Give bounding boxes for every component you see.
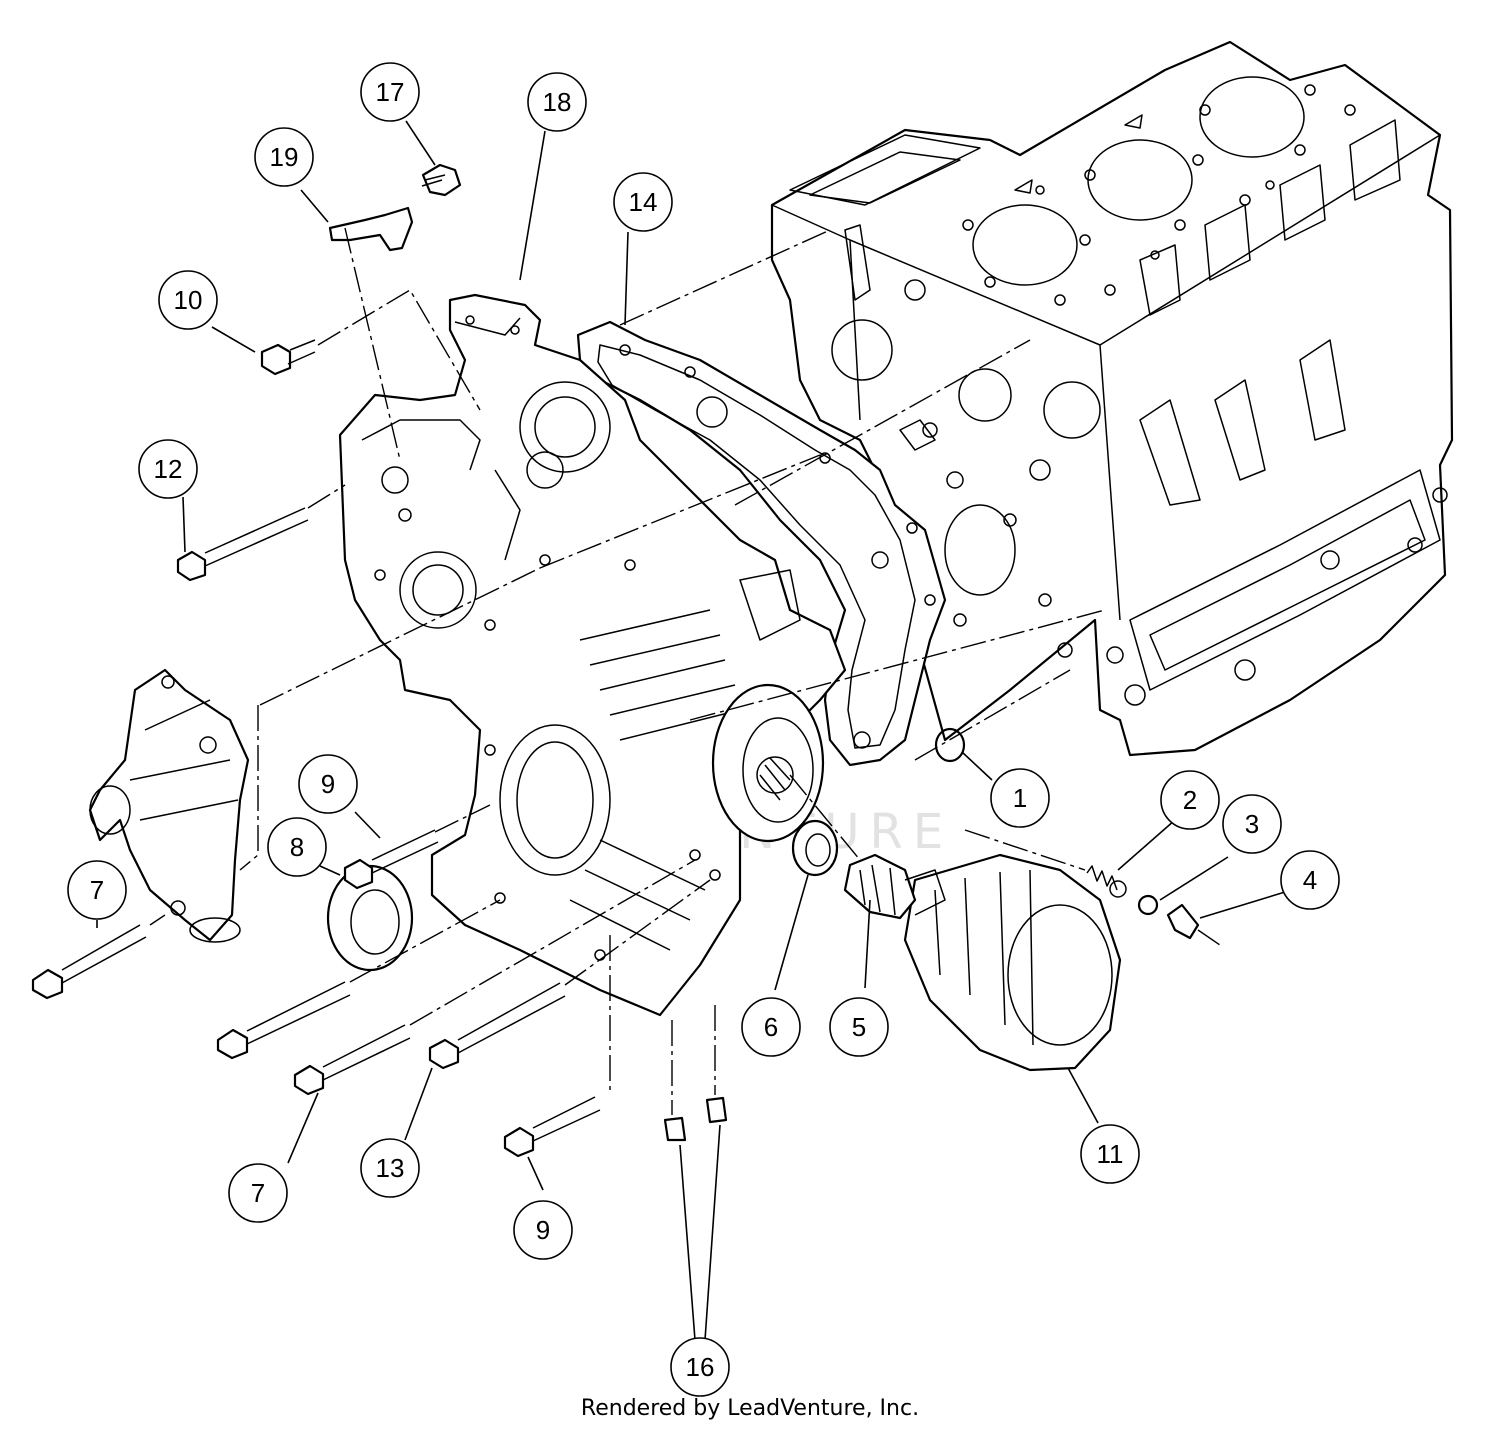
svg-text:6: 6	[764, 1012, 778, 1042]
svg-text:14: 14	[629, 187, 658, 217]
svg-text:4: 4	[1303, 865, 1317, 895]
svg-text:17: 17	[376, 77, 405, 107]
bracket	[328, 206, 414, 252]
callout-12: 12	[138, 439, 198, 499]
svg-text:5: 5	[852, 1012, 866, 1042]
callout-2: 2	[1160, 770, 1220, 830]
svg-text:7: 7	[251, 1178, 265, 1208]
callout-4: 4	[1280, 850, 1340, 910]
svg-text:8: 8	[290, 832, 304, 862]
callout-10: 10	[158, 270, 218, 330]
svg-text:12: 12	[154, 454, 183, 484]
svg-text:18: 18	[543, 87, 572, 117]
svg-text:19: 19	[270, 142, 299, 172]
filter-gasket	[791, 819, 839, 877]
callout-9-upper: 9	[298, 754, 358, 814]
callout-18: 18	[527, 72, 587, 132]
svg-text:10: 10	[174, 285, 203, 315]
svg-text:2: 2	[1183, 785, 1197, 815]
footer-credit: Rendered by LeadVenture, Inc.	[580, 1396, 920, 1421]
callout-19: 19	[254, 127, 314, 187]
gear-case	[338, 293, 847, 1017]
callout-6: 6	[741, 997, 801, 1057]
svg-text:1: 1	[1013, 783, 1027, 813]
callout-1: 1	[990, 768, 1050, 828]
svg-text:16: 16	[686, 1352, 715, 1382]
callout-leaders	[96, 120, 1286, 1341]
callout-14: 14	[613, 172, 673, 232]
svg-text:13: 13	[376, 1153, 405, 1183]
gasket	[576, 320, 947, 767]
bolts	[31, 163, 728, 1158]
svg-text:7: 7	[90, 875, 104, 905]
callout-3: 3	[1222, 794, 1282, 854]
callout-9-lower: 9	[513, 1200, 573, 1260]
callout-7-lower: 7	[228, 1163, 288, 1223]
svg-text:9: 9	[536, 1215, 550, 1245]
relief-valve-parts	[1086, 865, 1200, 940]
filter-fitting	[843, 853, 946, 920]
callout-16: 16	[670, 1337, 730, 1397]
callout-11: 11	[1080, 1124, 1140, 1184]
water-pump	[88, 668, 250, 943]
o-ring	[934, 727, 966, 763]
callout-5: 5	[829, 997, 889, 1057]
callout-17: 17	[360, 62, 420, 122]
svg-text:3: 3	[1245, 809, 1259, 839]
callout-8: 8	[267, 817, 327, 877]
callout-13: 13	[360, 1138, 420, 1198]
engine-block	[770, 40, 1454, 757]
assembly-lines	[149, 227, 1221, 1115]
oil-filter	[903, 853, 1122, 1072]
callout-7-left: 7	[67, 860, 127, 920]
svg-text:9: 9	[321, 769, 335, 799]
svg-text:11: 11	[1097, 1139, 1124, 1169]
